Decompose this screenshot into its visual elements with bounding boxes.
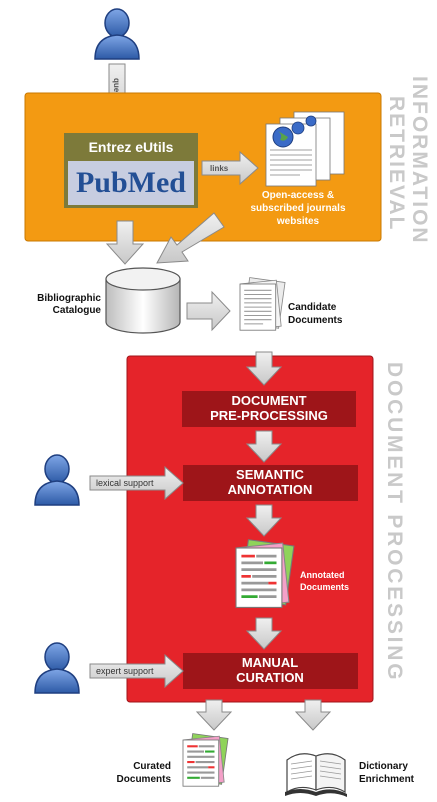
processing-box [126,355,374,703]
curated-documents-icon [181,732,230,788]
annotated-documents-icon [234,538,296,609]
svg-text:RETRIEVAL: RETRIEVAL [385,96,408,231]
annotated-label: Annotated Documents [300,570,349,592]
database-icon [105,267,181,334]
svg-text:Documents: Documents [300,582,349,592]
svg-text:subscribed journals: subscribed journals [250,203,345,214]
svg-text:DOCUMENT: DOCUMENT [231,393,306,408]
curated-label: Curated Documents [117,761,172,785]
pubmed-to-catalogue-arrow [105,220,145,265]
svg-text:Bibliographic: Bibliographic [37,293,101,304]
pubmed-logo: PubMed [76,166,186,199]
dictionary-label: Dictionary Enrichment [359,761,415,785]
book-icon [285,753,347,797]
candidate-label: Candidate Documents [288,302,343,326]
curation-to-dictionary-arrow [294,699,332,731]
svg-text:Documents: Documents [117,774,172,785]
annotation-to-annotated-arrow [245,504,283,537]
journals-icon [265,111,345,187]
preprocessing-to-annotation-arrow [245,430,283,463]
catalogue-label: Bibliographic Catalogue [37,293,101,316]
svg-text:Catalogue: Catalogue [53,305,102,316]
step-manual-curation[interactable]: MANUAL CURATION [183,653,358,689]
links-arrow: links [201,150,259,186]
eutils-label: Entrez eUtils [89,139,174,155]
pubmed-block[interactable]: Entrez eUtils PubMed [64,133,198,208]
svg-text:PRE-PROCESSING: PRE-PROCESSING [210,408,328,423]
svg-text:Dictionary: Dictionary [359,761,408,772]
section-title-retrieval: INFORMATION RETRIEVAL [385,76,431,245]
expert-support-arrow: expert support [89,653,184,689]
journals-to-catalogue-arrow [156,212,225,264]
svg-text:INFORMATION: INFORMATION [408,76,431,245]
curation-to-curated-arrow [195,699,233,731]
annotated-to-curation-arrow [245,617,283,650]
lexical-support-label: lexical support [96,478,154,488]
journals-label: Open-access & subscribed journals websit… [250,190,345,227]
lexical-support-arrow: lexical support [89,465,184,501]
catalogue-to-candidate-arrow [186,290,231,332]
svg-text:Curated: Curated [133,761,171,772]
step-preprocessing[interactable]: DOCUMENT PRE-PROCESSING [182,391,356,427]
globe-icon [272,115,317,148]
svg-text:Open-access &: Open-access & [262,190,334,201]
links-label: links [210,164,229,173]
svg-text:ANNOTATION: ANNOTATION [228,482,313,497]
svg-text:MANUAL: MANUAL [242,655,298,670]
candidate-to-preprocessing-arrow [245,351,283,386]
user-icon-top [94,8,140,60]
svg-text:Enrichment: Enrichment [359,774,415,785]
svg-text:websites: websites [276,216,320,227]
user-icon-expert [34,642,80,694]
svg-text:Documents: Documents [288,315,343,326]
svg-text:Candidate: Candidate [288,302,337,313]
candidate-documents-icon [239,277,286,331]
svg-text:SEMANTIC: SEMANTIC [236,467,305,482]
step-semantic-annotation[interactable]: SEMANTIC ANNOTATION [183,465,358,501]
expert-support-label: expert support [96,666,154,676]
user-icon-lexical [34,454,80,506]
svg-text:Annotated: Annotated [300,570,345,580]
section-title-processing: DOCUMENT PROCESSING [383,362,406,682]
svg-text:CURATION: CURATION [236,670,304,685]
